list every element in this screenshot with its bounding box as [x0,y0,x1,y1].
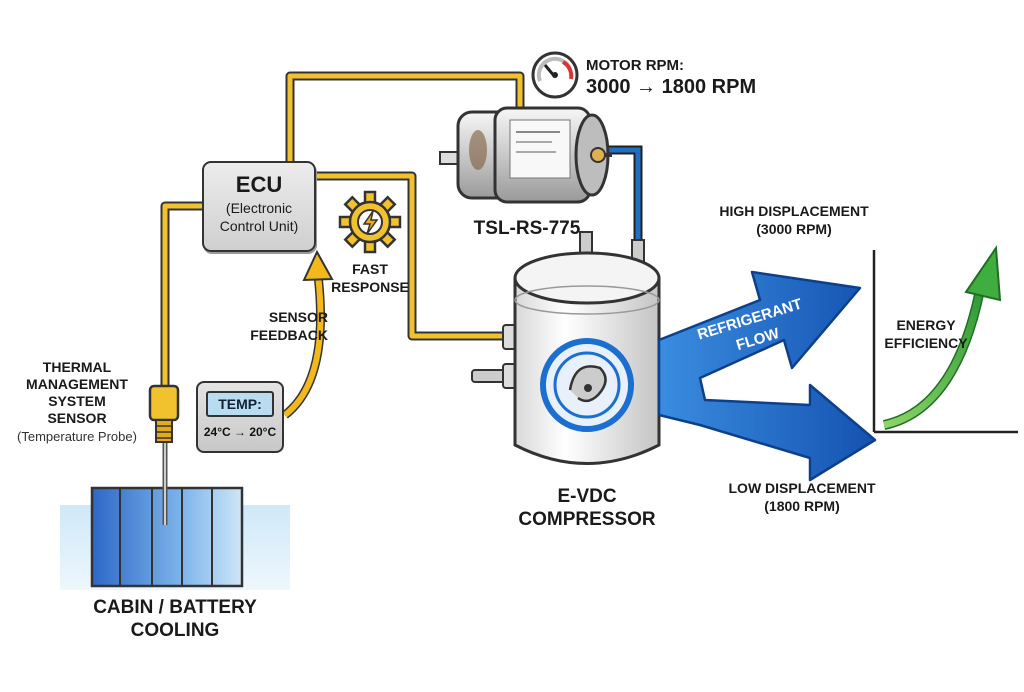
temp-range: 24°C → 20°C [203,425,277,439]
cabin-cooling-line2: COOLING [130,620,220,641]
high-displacement-line2: (3000 RPM) [756,221,832,237]
motor-model-label: TSL-RS-775 [473,218,581,239]
energy-efficiency-graph [872,245,1018,434]
thermal-probe-label: (Temperature Probe) [17,429,137,444]
thermal-label-line3: SYSTEM [48,393,106,409]
thermal-label-line1: THERMAL [42,359,112,375]
temp-title: TEMP: [206,391,274,417]
compressor-icon [471,231,661,465]
motor-rpm-title: MOTOR RPM: [586,57,685,74]
sensor-feedback-line2: FEEDBACK [250,327,328,343]
thermal-label-line4: SENSOR [47,410,107,426]
blue-power-wire [608,145,643,244]
fast-response-line2: RESPONSE [331,279,409,295]
ecu-subtitle-line1: (Electronic [225,200,293,216]
gauge-icon [531,51,579,99]
low-displacement-line1: LOW DISPLACEMENT [728,480,876,496]
sensor-feedback-line1: SENSOR [268,309,328,325]
dc-motor-icon [439,106,612,204]
ecu-box: ECU (Electronic Control Unit) [202,161,316,252]
yellow-signal-wires [160,71,525,388]
motor-rpm-value: 3000 → 1800 RPM [586,76,757,98]
energy-efficiency-line1: ENERGY [896,317,956,333]
fast-response-line1: FAST [352,261,388,277]
energy-efficiency-line2: EFFICIENCY [884,335,968,351]
refrigerant-flow-arrows [657,270,877,482]
high-displacement-line1: HIGH DISPLACEMENT [719,203,869,219]
compressor-label-line2: COMPRESSOR [518,509,656,530]
temperature-probe-icon [148,384,180,525]
cabin-cooling-line1: CABIN / BATTERY [93,597,257,618]
temperature-display: TEMP: 24°C → 20°C [196,381,284,453]
cabin-battery-cooling-pack [60,486,290,590]
gear-lightning-icon [338,190,402,254]
low-displacement-line2: (1800 RPM) [764,498,840,514]
compressor-label-line1: E-VDC [557,486,617,507]
thermal-label-line2: MANAGEMENT [26,376,128,392]
ecu-subtitle-line2: Control Unit) [219,218,299,234]
ecu-title: ECU [235,172,283,197]
sensor-feedback-arrow [282,249,334,419]
